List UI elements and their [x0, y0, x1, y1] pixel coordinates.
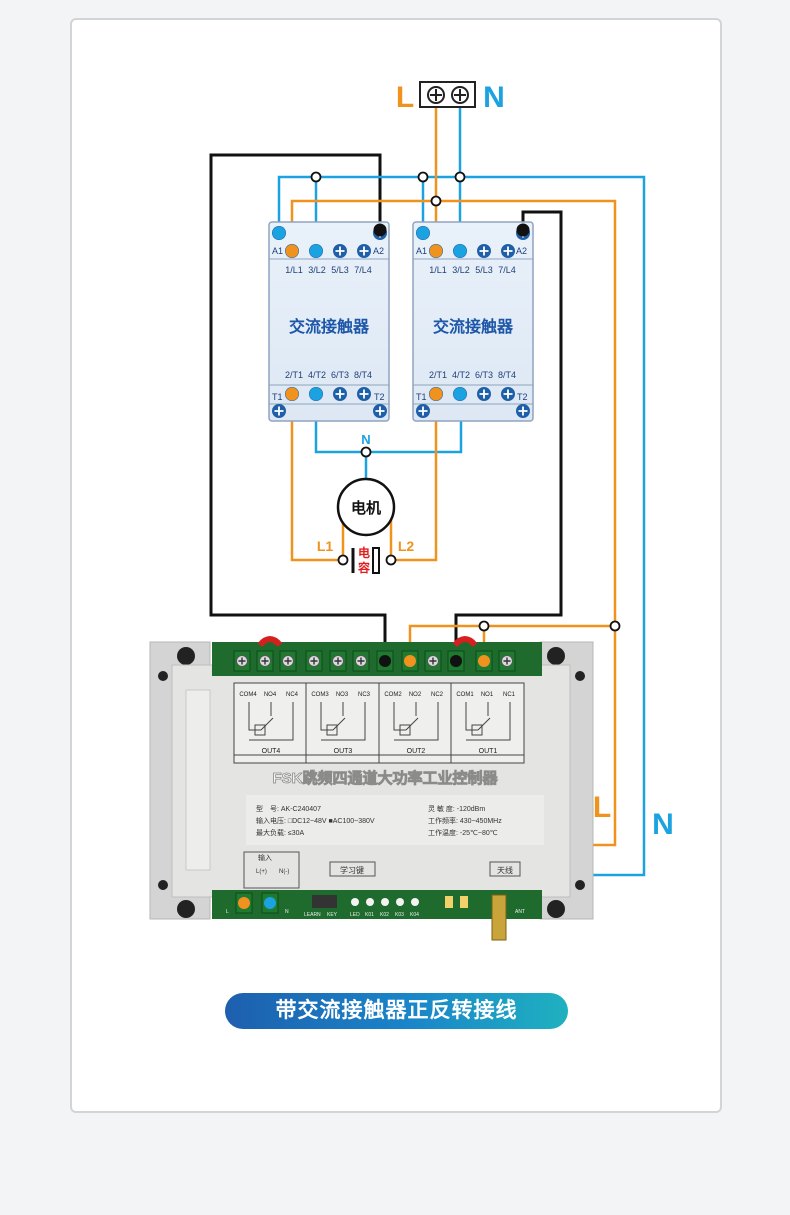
- controller-board: [149, 636, 594, 941]
- relay-channel-name: OUT4: [262, 748, 281, 755]
- term-label: 5/L3: [331, 265, 349, 275]
- input-terminals: [235, 892, 279, 914]
- capacitor: [351, 547, 380, 574]
- term-label: 6/T3: [475, 370, 493, 380]
- spec-sensitivity: 灵 敏 度: -120dBm: [428, 804, 485, 813]
- relay-term-label: NC2: [431, 692, 444, 698]
- t1-label: T1: [272, 392, 283, 402]
- contactor-1: A1 A2 1/L1 3/L2 5/L3 7/L4 交流接触器 2/T1 4/T…: [268, 221, 390, 422]
- relay-term-label: NC4: [286, 692, 299, 698]
- learn-key-label: 学习键: [340, 865, 364, 875]
- term-label: 5/L3: [475, 265, 493, 275]
- relay-channel-name: OUT2: [407, 748, 426, 755]
- term-label: 8/T4: [498, 370, 516, 380]
- pcb-label: L: [226, 909, 229, 915]
- pcb-label: K03: [395, 912, 404, 918]
- motor-label: 电机: [351, 499, 381, 517]
- relay-term-label: NO4: [264, 692, 277, 698]
- relay-channel-name: OUT1: [479, 748, 498, 755]
- term-label: 8/T4: [354, 370, 372, 380]
- relay-term-label: NO2: [409, 692, 422, 698]
- pcb-label: LED: [350, 912, 360, 918]
- top-terminals: [233, 650, 516, 672]
- term-label: 4/T2: [308, 370, 326, 380]
- relay-contact-symbol: [393, 702, 439, 741]
- term-label: 7/L4: [498, 265, 516, 275]
- motor: [336, 477, 396, 537]
- power-l-label: L: [396, 81, 414, 114]
- contactor-2: A1 A2 1/L1 3/L2 5/L3 7/L4 交流接触器 2/T1 4/T…: [412, 221, 534, 422]
- relay-term-label: NO1: [481, 692, 494, 698]
- spec-model: 型 号: AK-C240407: [256, 804, 321, 813]
- side-l-label: L: [593, 791, 611, 824]
- term-label: 1/L1: [285, 265, 303, 275]
- controller-title: FSK跳频四通道大功率工业控制器: [272, 769, 498, 787]
- a1-label: A1: [416, 246, 427, 256]
- spec-max-load: 最大负载: ≤30A: [256, 828, 305, 837]
- term-label: 3/L2: [308, 265, 326, 275]
- capacitor-label-2: 容: [357, 560, 370, 575]
- power-n-label: N: [483, 81, 505, 114]
- junction-dots: [310, 171, 621, 632]
- relay-term-label: COM1: [456, 692, 474, 698]
- relay-term-label: COM4: [239, 692, 257, 698]
- relay-contact-symbol: [465, 702, 511, 741]
- pcb-label: ANT: [515, 909, 525, 915]
- term-label: 3/L2: [452, 265, 470, 275]
- pcb-label: K01: [365, 912, 374, 918]
- motor-l2-label: L2: [398, 538, 415, 554]
- relay-contact-symbol: [248, 702, 294, 741]
- t2-label: T2: [517, 392, 528, 402]
- term-label: 6/T3: [331, 370, 349, 380]
- power-terminal: [419, 81, 476, 108]
- t1-label: T1: [416, 392, 427, 402]
- relay-term-label: NC3: [358, 692, 371, 698]
- relay-term-label: NO3: [336, 692, 349, 698]
- term-label: 2/T1: [285, 370, 303, 380]
- pcb-label: N: [285, 909, 289, 915]
- pcb-label: KEY: [327, 912, 338, 918]
- input-label: 输入: [258, 853, 272, 862]
- input-term-l: L(+): [256, 869, 267, 875]
- relay-contact-symbol: [320, 702, 366, 741]
- term-label: 1/L1: [429, 265, 447, 275]
- relay-term-label: NC1: [503, 692, 516, 698]
- control-wires: [209, 153, 563, 660]
- spec-input-voltage: 输入电压: □DC12~48V ■AC100~380V: [256, 816, 375, 825]
- spec-temperature: 工作温度: -25℃~80℃: [428, 828, 498, 837]
- input-term-n: N(-): [279, 869, 289, 875]
- relay-term-label: COM2: [384, 692, 402, 698]
- spec-frequency: 工作频率: 430~450MHz: [428, 816, 502, 825]
- motor-neutral-label: N: [361, 432, 370, 447]
- contactor-title: 交流接触器: [289, 317, 370, 336]
- t2-label: T2: [374, 392, 385, 402]
- pcb-label: K04: [410, 912, 419, 918]
- pcb-label: K02: [380, 912, 389, 918]
- caption-banner: 带交流接触器正反转接线: [225, 993, 568, 1029]
- a1-label: A1: [272, 246, 283, 256]
- antenna-label: 天线: [497, 865, 513, 875]
- relay-channel-name: OUT3: [334, 748, 353, 755]
- a2-label: A2: [516, 246, 527, 256]
- side-n-label: N: [652, 808, 674, 841]
- contactor-title: 交流接触器: [433, 317, 514, 336]
- term-label: 4/T2: [452, 370, 470, 380]
- term-label: 2/T1: [429, 370, 447, 380]
- pcb-label: LEARN: [304, 912, 321, 918]
- motor-l1-label: L1: [317, 538, 334, 554]
- term-label: 7/L4: [354, 265, 372, 275]
- a2-label: A2: [373, 246, 384, 256]
- capacitor-label-1: 电: [358, 545, 370, 560]
- relay-term-label: COM3: [311, 692, 329, 698]
- bottom-labels: L N LEARN KEY LED K01 K02 K03 K04 ANT: [226, 909, 525, 918]
